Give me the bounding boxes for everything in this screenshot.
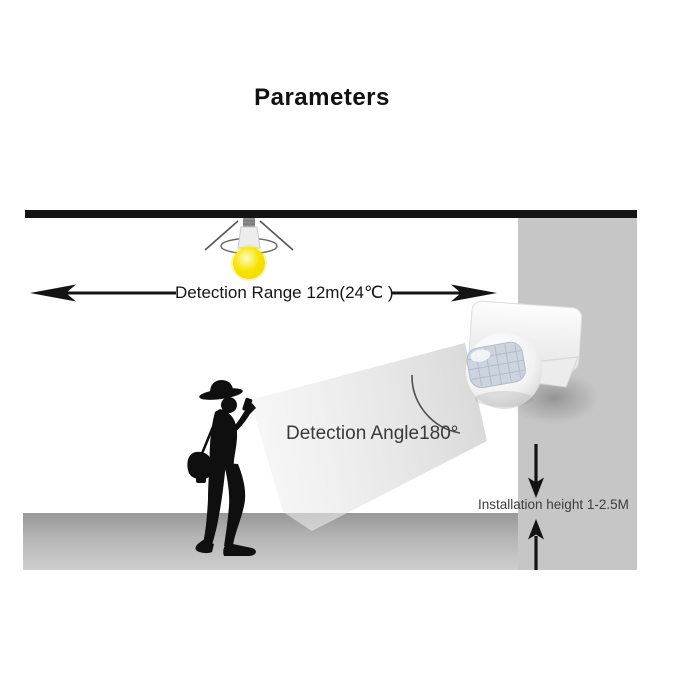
detection-range-label: Detection Range 12m(24℃ ) [175,283,394,302]
bulb-globe [233,247,265,279]
hat-crown [210,380,233,395]
sphere-shading [475,391,533,407]
arrowhead-right [451,284,497,302]
installation-height-arrows [528,444,544,570]
torso [209,409,238,470]
sensor-lens [466,341,526,389]
bag-strap [199,416,219,457]
arrowhead-left [30,284,76,302]
angle-arc-icon [411,374,461,434]
floor [23,513,518,570]
light-cone-line-right [259,220,294,251]
rear-foot [195,540,214,554]
page-title: Parameters [254,84,390,111]
bulb-neck [237,226,261,249]
light-bulb-icon [204,218,294,281]
detection-range-arrow [30,284,497,302]
arm [216,403,256,437]
phone [242,397,253,412]
pir-motion-sensor-icon [466,300,600,425]
bag-fringe [196,477,206,483]
detection-angle-label: Detection Angle180° [286,423,459,444]
height-arrowhead-up [528,519,544,540]
front-leg [224,463,246,546]
shoulder-bag [187,451,213,480]
lens-highlight [470,349,491,362]
detection-beam [250,343,487,531]
bulb-screw-base [243,218,255,228]
installation-height-label: Installation height 1-2.5M [478,497,629,512]
head [221,397,237,413]
front-foot [223,543,256,556]
ceiling-bar [25,210,637,218]
person-silhouette-icon [187,380,256,556]
height-arrowhead-down [528,477,544,498]
light-cone-line-left [204,220,239,251]
rear-leg [203,462,226,545]
